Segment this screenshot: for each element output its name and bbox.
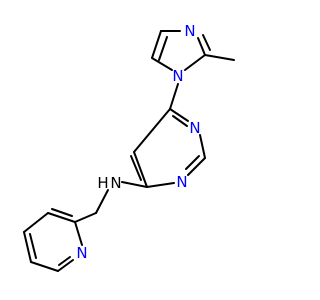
bond-imid-c2-n3 (197, 37, 206, 56)
atom-n-pyridine: N (76, 244, 87, 262)
bond-imid-pyrim (169, 83, 179, 110)
bond-pyrim-c4-c5 (133, 151, 148, 188)
bond-methyl (204, 54, 235, 61)
bond-nh-ch2 (95, 189, 109, 214)
atom-n-pyrimidine-bottom: N (176, 173, 187, 191)
bond-pyrim-n1-c2 (199, 134, 206, 159)
molecule-structure: N N N N N H N (23, 22, 235, 272)
atom-n-amine: N (110, 174, 121, 192)
bond-imid-c4-c5 (151, 30, 162, 59)
bond-pyr-c2-c1 (23, 212, 49, 233)
bond-imid-c5-n1 (151, 57, 173, 71)
bond-c4-nh (121, 181, 148, 188)
bond-imid-c4-c5-double (158, 36, 168, 61)
bond-pyr-c1-c6-double (29, 233, 37, 259)
bond-pyrim-c2-n3 (187, 157, 206, 176)
bond-ch2-pyridine (74, 212, 97, 223)
bond-pyrim-c6-n1-double (172, 115, 188, 127)
atom-n-imidazole-bottom: N (172, 67, 183, 85)
bond-pyrim-c2-n3-double (185, 155, 200, 170)
bond-pyrim-c4-c5-double (130, 155, 142, 181)
bond-imid-c2-n3-double (202, 34, 211, 51)
atom-n-pyrimidine-top: N (189, 119, 200, 137)
bond-pyrim-c5-c6 (133, 108, 171, 153)
bond-pyrim-n3-c4 (146, 182, 175, 188)
bond-imid-n1-c2 (184, 54, 206, 71)
bond-pyr-n-c4 (74, 221, 83, 246)
atom-n-imidazole-top: N (184, 22, 195, 40)
bond-pyr-c5-n-double (58, 256, 71, 266)
bond-pyr-c1-c6 (23, 231, 32, 263)
bond-pyr-c6-c5 (30, 261, 59, 272)
atom-h-amine: H (97, 174, 108, 192)
bond-pyr-c5-n (57, 259, 74, 272)
bond-pyr-c3-c2-double (51, 208, 73, 217)
bond-pyr-c3-c2 (47, 212, 76, 223)
bond-pyrim-c6-n1 (169, 108, 189, 122)
